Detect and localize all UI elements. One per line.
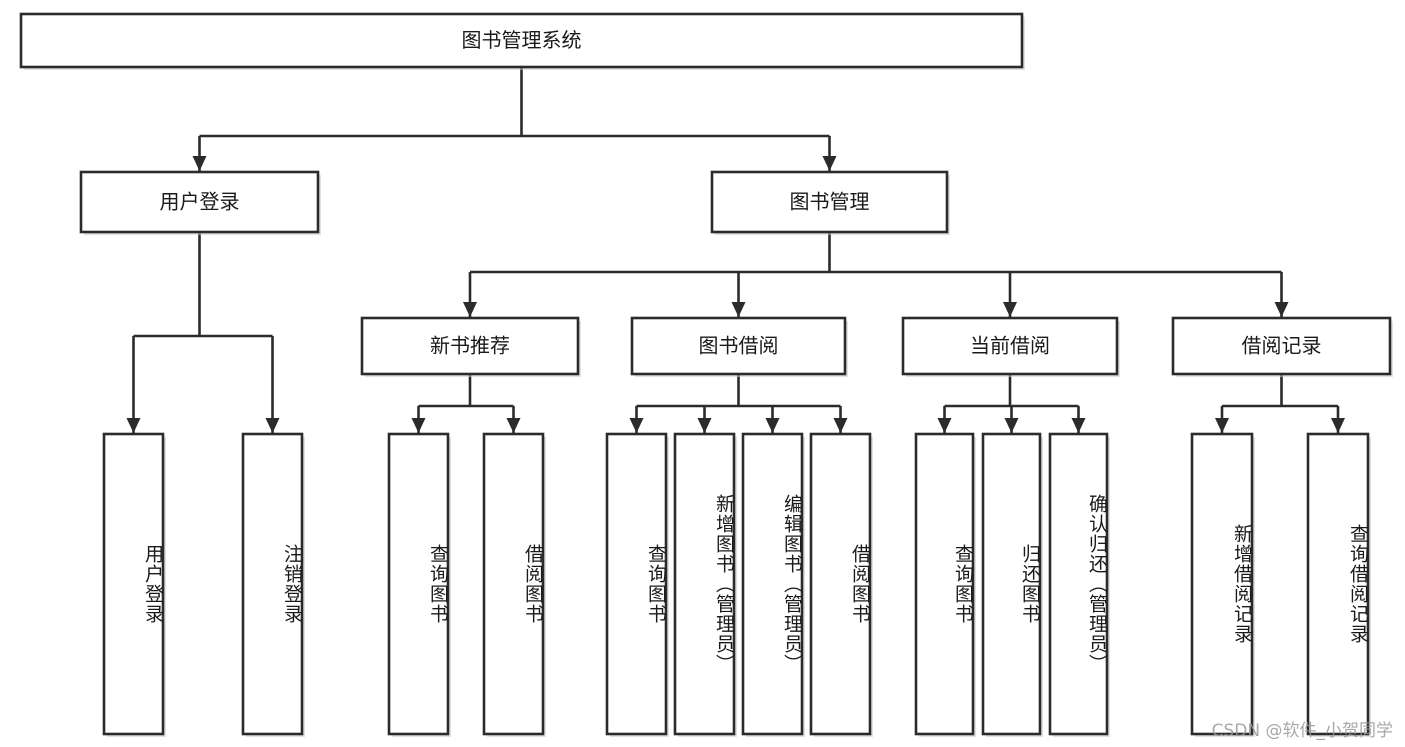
node-root-图书管理系统[interactable]	[19, 12, 1024, 69]
node-leaf-6[interactable]	[741, 432, 804, 736]
node-leaf-3[interactable]	[482, 432, 545, 736]
node-leaf-0[interactable]	[102, 432, 165, 736]
node-label-level3-3: 借阅记录	[1242, 334, 1322, 358]
arrow-head-icon	[731, 302, 746, 317]
node-level3-3[interactable]	[1171, 316, 1392, 376]
arrow-head-icon	[697, 418, 712, 433]
node-leaf-10[interactable]	[1048, 432, 1109, 736]
arrow-head-icon	[463, 302, 477, 317]
arrow-head-icon	[1004, 418, 1019, 433]
connectors-layer	[126, 67, 1345, 433]
node-level3-0[interactable]	[360, 316, 580, 376]
arrow-head-icon	[629, 418, 644, 433]
node-label-level3-0: 新书推荐	[430, 334, 510, 358]
arrow-head-icon	[506, 418, 521, 433]
csdn-watermark: CSDN @软件_小贺同学	[1211, 721, 1393, 741]
node-label-level2-0: 用户登录	[160, 190, 240, 214]
arrow-head-icon	[1071, 418, 1086, 433]
node-leaf-4[interactable]	[605, 432, 668, 736]
node-leaf-8[interactable]	[914, 432, 975, 736]
arrow-head-icon	[411, 418, 426, 433]
arrow-head-icon	[1274, 302, 1289, 317]
arrow-head-icon	[1003, 302, 1017, 317]
node-label-level2-1: 图书管理	[790, 190, 870, 214]
arrow-head-icon	[265, 418, 280, 433]
node-leaf-1[interactable]	[241, 432, 304, 736]
arrow-head-icon	[937, 418, 952, 433]
arrow-head-icon	[192, 156, 207, 171]
node-leaf-5[interactable]	[673, 432, 736, 736]
arrow-head-icon	[822, 156, 837, 171]
node-label-level3-1: 图书借阅	[699, 334, 779, 358]
node-leaf-9[interactable]	[981, 432, 1042, 736]
node-leaf-7[interactable]	[809, 432, 872, 736]
arrow-head-icon	[833, 418, 848, 433]
arrow-head-icon	[126, 418, 141, 433]
boxes-layer	[19, 12, 1393, 737]
node-level2-1[interactable]	[710, 170, 949, 234]
node-level2-0[interactable]	[79, 170, 320, 234]
node-label-level3-2: 当前借阅	[970, 334, 1050, 358]
arrow-head-icon	[1331, 418, 1345, 433]
node-level3-2[interactable]	[901, 316, 1119, 376]
node-leaf-11[interactable]	[1190, 432, 1254, 736]
node-leaf-12[interactable]	[1306, 432, 1370, 736]
arrow-head-icon	[1215, 418, 1229, 433]
arrow-head-icon	[765, 418, 780, 433]
node-level3-1[interactable]	[630, 316, 847, 376]
node-label-root: 图书管理系统	[462, 28, 582, 52]
node-leaf-2[interactable]	[387, 432, 450, 736]
